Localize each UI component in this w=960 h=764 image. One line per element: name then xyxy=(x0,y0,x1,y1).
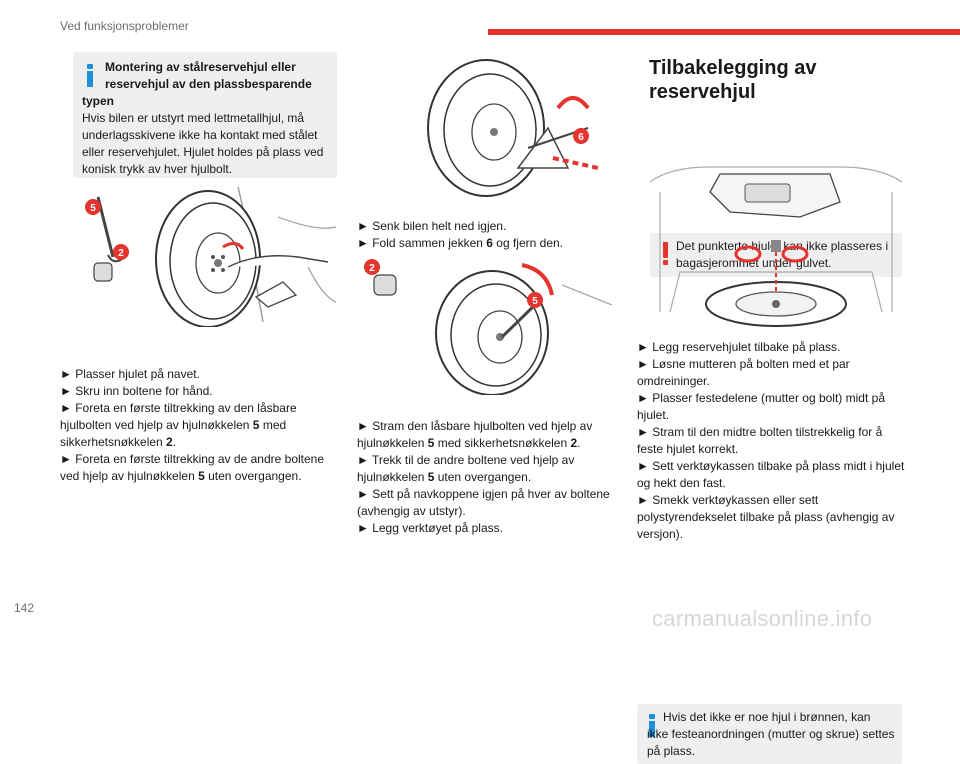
spare-wheel-well-illustration xyxy=(650,166,902,327)
right-step-5: ► Sett verktøykassen tilbake på plass mi… xyxy=(637,459,905,490)
left-steps: ► Plasser hjulet på navet. ► Skru inn bo… xyxy=(60,366,332,485)
info-note-no-wheel: Hvis det ikke er noe hjul i brønnen, kan… xyxy=(637,704,902,764)
callout-5-label: 5 xyxy=(90,203,96,214)
watermark: carmanualsonline.info xyxy=(652,606,873,631)
info-icon xyxy=(87,64,93,87)
left-step-4: ► Foreta en første tiltrekking av de and… xyxy=(60,452,325,483)
middle-step-1: ► Senk bilen helt ned igjen. xyxy=(357,219,507,233)
tightening-bolt-illustration: 2 5 xyxy=(364,259,612,395)
callout-5-icon xyxy=(85,199,101,215)
left-step-2: ► Skru inn boltene for hånd. xyxy=(60,384,213,398)
callout-6-label: 6 xyxy=(578,132,584,143)
info-note-steel-wheel: Montering av stålreservehjul eller reser… xyxy=(73,52,337,178)
middle-steps-2: ► Stram den låsbare hjulbolten ved hjelp… xyxy=(357,418,619,537)
header-accent-bar xyxy=(488,29,960,35)
middle-step-3: ► Stram den låsbare hjulbolten ved hjelp… xyxy=(357,419,593,450)
callout-2-icon xyxy=(113,244,129,260)
note-body: Hvis bilen er utstyrt med lettmetallhjul… xyxy=(82,111,324,176)
note-title-line2: reservehjul av den plassbesparende xyxy=(105,77,312,91)
note-title-line1: Montering av stålreservehjul eller xyxy=(105,60,296,74)
left-step-1: ► Plasser hjulet på navet. xyxy=(60,367,200,381)
left-step-3: ► Foreta en første tiltrekking av den lå… xyxy=(60,401,297,449)
info-note-text: Hvis det ikke er noe hjul i brønnen, kan… xyxy=(647,710,895,758)
right-step-6: ► Smekk verktøykassen eller sett polysty… xyxy=(637,493,895,541)
callout-2b-icon xyxy=(364,259,380,275)
right-step-1: ► Legg reservehjulet tilbake på plass. xyxy=(637,340,841,354)
middle-step-6: ► Legg verktøyet på plass. xyxy=(357,521,503,535)
middle-step-5: ► Sett på navkoppene igjen på hver av bo… xyxy=(357,487,610,518)
right-step-2: ► Løsne mutteren på bolten med et par om… xyxy=(637,357,850,388)
running-header: Ved funksjonsproblemer xyxy=(60,19,189,33)
middle-step-4: ► Trekk til de andre boltene ved hjelp a… xyxy=(357,453,575,484)
callout-5b-icon xyxy=(527,292,543,308)
right-steps: ► Legg reservehjulet tilbake på plass. ►… xyxy=(637,339,905,543)
callout-2-label: 2 xyxy=(118,248,124,259)
section-title: Tilbakelegging av reservehjul xyxy=(649,57,817,103)
callout-2b-label: 2 xyxy=(369,263,375,274)
callout-6-icon xyxy=(573,128,589,144)
lowering-jack-illustration: 6 xyxy=(427,59,599,197)
callout-5b-label: 5 xyxy=(532,296,538,307)
note-title-line3: typen xyxy=(82,94,115,108)
warning-icon xyxy=(662,242,668,265)
right-step-3: ► Plasser festedelene (mutter og bolt) m… xyxy=(637,391,885,422)
right-step-4: ► Stram til den midtre bolten tilstrekke… xyxy=(637,425,883,456)
mounting-wheel-illustration: 5 2 xyxy=(85,187,336,327)
middle-steps-1: ► Senk bilen helt ned igjen. ► Fold samm… xyxy=(357,218,619,252)
page-number: 142 xyxy=(14,601,35,615)
middle-step-2: ► Fold sammen jekken 6 og fjern den. xyxy=(357,236,564,250)
